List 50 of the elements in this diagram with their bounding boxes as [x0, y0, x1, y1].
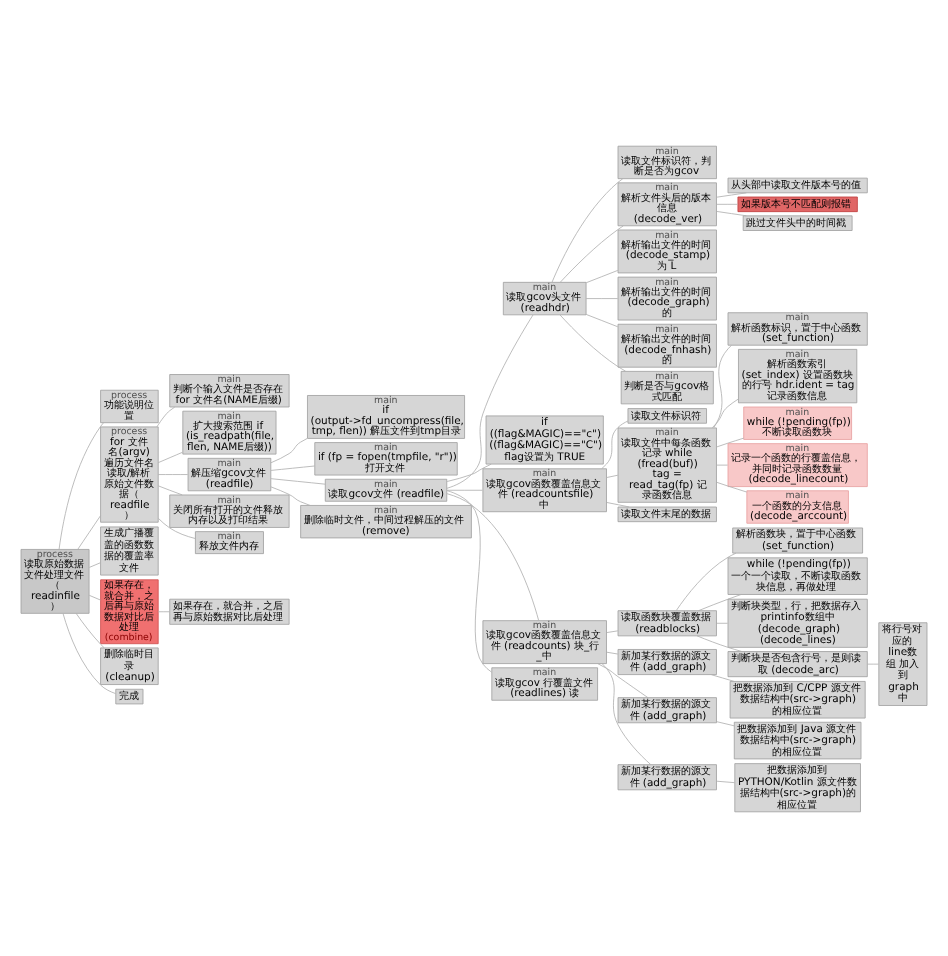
connector: [446, 489, 493, 672]
connector: [606, 501, 630, 507]
connector: [675, 551, 737, 610]
connector: [867, 662, 879, 664]
connector: [716, 720, 735, 726]
connector: [716, 779, 735, 783]
connector: [270, 437, 308, 463]
connector: [716, 436, 745, 447]
connector: [716, 202, 739, 204]
connector: [585, 313, 619, 327]
connector: [696, 634, 743, 651]
connector: [270, 477, 326, 484]
connector: [710, 673, 735, 681]
connector: [62, 612, 116, 693]
connector: [156, 405, 176, 427]
connector: [601, 419, 629, 469]
connector: [58, 421, 104, 549]
connector: [585, 297, 619, 298]
connector: [270, 485, 311, 505]
connector: [560, 224, 624, 282]
connector: [77, 514, 101, 549]
connector: [551, 177, 624, 282]
connector: [601, 662, 652, 765]
connector: [716, 621, 728, 623]
connector: [711, 397, 739, 428]
connector: [88, 593, 101, 600]
connector: [157, 450, 183, 463]
connector: [446, 488, 483, 490]
connector: [75, 612, 105, 648]
connector: [597, 662, 649, 697]
connector: [606, 650, 619, 654]
connector: [716, 191, 747, 197]
connector: [157, 610, 170, 612]
connector: [716, 463, 728, 465]
connector: [157, 484, 183, 495]
connector: [585, 269, 619, 283]
connector: [713, 344, 732, 428]
connector: [158, 517, 196, 538]
connector: [698, 593, 742, 611]
connector: [716, 210, 747, 216]
connector: [446, 313, 534, 488]
connector: [606, 629, 619, 632]
connector: [716, 480, 748, 492]
connector: [157, 473, 189, 474]
connector: [606, 473, 619, 477]
connector: [446, 492, 540, 620]
connector: [446, 462, 492, 481]
connector: [559, 313, 627, 371]
connector: [88, 561, 101, 567]
connector: [270, 464, 316, 470]
